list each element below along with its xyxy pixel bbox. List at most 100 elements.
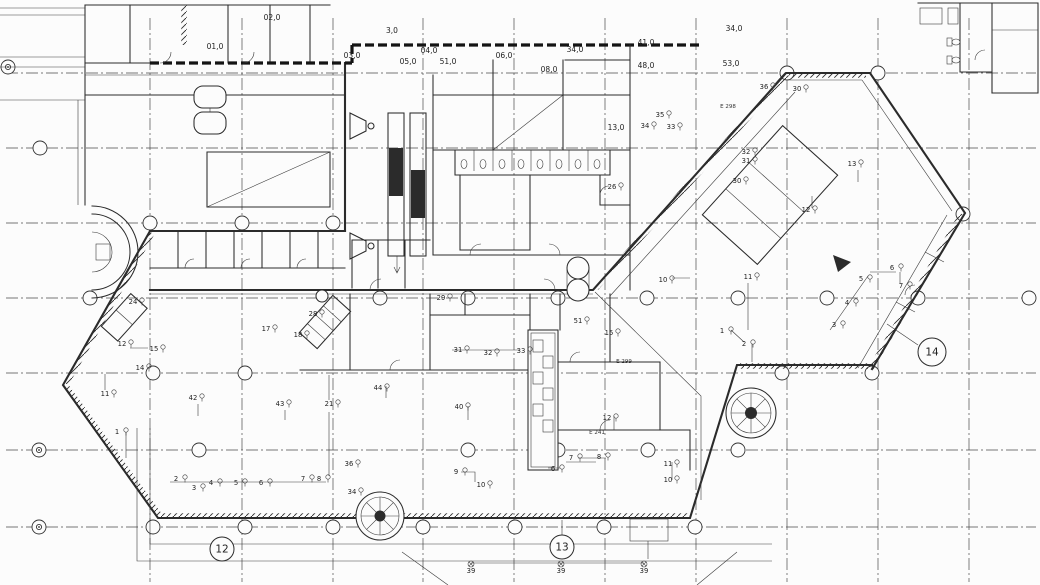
sprinkler-device-icon <box>858 159 864 165</box>
dimension-label: 02,0 <box>264 13 281 22</box>
grid-marker-circle <box>687 519 703 535</box>
zone-reference-number: 13 <box>555 542 568 554</box>
device-number-label: 35 <box>656 111 665 119</box>
device-number-label: 6 <box>551 465 555 473</box>
device-number-label: 8 <box>597 453 601 461</box>
device-number-label: 11 <box>744 273 753 281</box>
device-number-label: 31 <box>454 346 463 354</box>
device-number-label: 12 <box>118 340 127 348</box>
crossed-device-icon <box>467 560 475 568</box>
grid-marker-circle <box>142 215 158 231</box>
sprinkler-device-icon <box>754 272 760 278</box>
sprinkler-device-icon <box>128 339 134 345</box>
grid-marker-circle <box>640 442 656 458</box>
dimension-label: 51,0 <box>440 57 457 66</box>
sprinkler-device-icon <box>605 452 611 458</box>
dimension-label: 48,0 <box>638 61 655 70</box>
curved-ramp-element <box>91 205 139 299</box>
device-number-label: 43 <box>276 400 285 408</box>
dimension-label: 13,0 <box>608 123 625 132</box>
sprinkler-device-icon <box>898 263 904 269</box>
grid-marker-circle <box>819 290 835 306</box>
toilet-block <box>454 149 611 176</box>
device-number-label: 24 <box>129 298 138 306</box>
sprinkler-device-icon <box>615 328 621 334</box>
zone-reference-circle <box>209 536 235 562</box>
device-number-label: 12 <box>603 414 612 422</box>
tilted-room-small <box>100 292 148 342</box>
dimension-label: 05,0 <box>400 57 417 66</box>
grid-marker-circle <box>415 519 431 535</box>
device-number-label: 5 <box>859 275 863 283</box>
crossed-device-icon <box>640 560 648 568</box>
sprinkler-device-icon <box>613 413 619 419</box>
sprinkler-device-icon <box>743 176 749 182</box>
grid-marker-circle <box>730 442 746 458</box>
grid-marker-circle <box>460 442 476 458</box>
sprinkler-device-icon <box>677 122 683 128</box>
device-number-label: 11 <box>664 460 673 468</box>
device-number-label: 6 <box>890 264 894 272</box>
top-right-block-walls <box>917 2 1039 94</box>
direction-arrow-icon <box>393 256 401 274</box>
grid-marker-circle <box>191 442 207 458</box>
device-number-label: 1 <box>115 428 119 436</box>
device-number-label: 31 <box>742 157 751 165</box>
device-number-label: 9 <box>454 468 458 476</box>
left-hex-room-band <box>149 230 593 295</box>
zone-reference-circle <box>549 534 575 560</box>
zone-reference-number: 14 <box>925 347 939 359</box>
sprinkler-device-icon <box>465 402 471 408</box>
sprinkler-device-icon <box>487 480 493 486</box>
sprinkler-device-icon <box>199 393 205 399</box>
sprinkler-device-icon <box>674 459 680 465</box>
device-number-label: 30 <box>733 177 742 185</box>
crossed-device-icon <box>557 560 565 568</box>
sprinkler-device-icon <box>494 348 500 354</box>
revolving-door-element <box>193 85 227 135</box>
grid-marker-circle <box>372 290 388 306</box>
dimension-label: 04,0 <box>421 46 438 55</box>
zone-reference-number: 12 <box>215 544 228 556</box>
device-number-label: 29 <box>437 294 446 302</box>
device-number-label: 39 <box>467 567 476 575</box>
sprinkler-device-icon <box>384 383 390 389</box>
device-number-label: 15 <box>150 345 159 353</box>
device-number-label: 7 <box>899 282 903 290</box>
sprinkler-device-icon <box>217 478 223 484</box>
device-number-label: 26 <box>608 183 617 191</box>
device-number-label: 14 <box>136 364 145 372</box>
zone-reference-circle <box>917 337 947 367</box>
room-code-label: E 299 <box>616 359 632 365</box>
device-number-label: 39 <box>640 567 649 575</box>
device-number-label: 7 <box>301 475 305 483</box>
room-code-label: E 298 <box>720 104 736 110</box>
sprinkler-device-icon <box>464 345 470 351</box>
sprinkler-device-icon <box>527 346 533 352</box>
sprinkler-device-icon <box>160 344 166 350</box>
grid-marker-circle <box>145 365 161 381</box>
device-number-label: 4 <box>209 479 213 487</box>
sprinkler-device-icon <box>355 459 361 465</box>
sprinkler-device-icon <box>267 478 273 484</box>
zone14-interior-walls <box>609 79 953 369</box>
sprinkler-device-icon <box>200 483 206 489</box>
device-number-label: 18 <box>294 331 303 339</box>
device-number-label: 5 <box>234 479 238 487</box>
spiral-stair <box>725 387 777 439</box>
room-code-label: E 241 <box>589 430 605 436</box>
fire-separation-dashed-wall <box>150 43 700 65</box>
sprinkler-device-icon <box>272 324 278 330</box>
grid-marker-circle <box>730 290 746 306</box>
device-number-label: 10 <box>659 276 668 284</box>
device-number-label: 17 <box>262 325 271 333</box>
device-number-label: 39 <box>557 567 566 575</box>
dimension-label: 01,0 <box>207 42 224 51</box>
device-number-label: 2 <box>742 340 746 348</box>
grid-marker-circle <box>234 215 250 231</box>
device-number-label: 10 <box>664 476 673 484</box>
sprinkler-device-icon <box>867 274 873 280</box>
device-number-label: 30 <box>793 85 802 93</box>
